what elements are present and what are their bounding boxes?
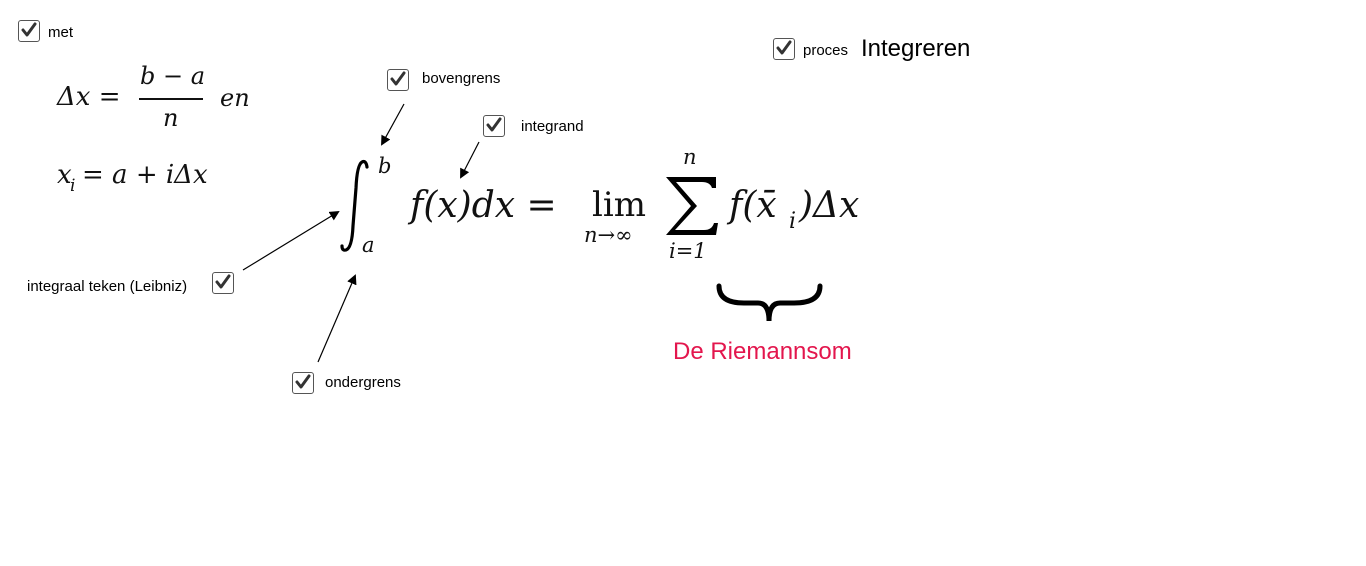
- proces-checkbox[interactable]: [773, 38, 795, 60]
- page-title: Integreren: [861, 35, 971, 62]
- arrow-integrand: [460, 141, 480, 179]
- xi-subscript: i: [70, 176, 76, 196]
- integral-upper-bound: b: [378, 154, 392, 178]
- arrow-bovengrens: [381, 103, 405, 146]
- sigma-sign: [666, 177, 718, 235]
- ondergrens-label: ondergrens: [325, 374, 401, 391]
- integral-lower-bound: a: [362, 233, 375, 257]
- met-label: met: [48, 24, 74, 41]
- integrand-checkbox[interactable]: [483, 115, 505, 137]
- bovengrens-checkbox[interactable]: [387, 69, 409, 91]
- proces-label: proces: [803, 42, 849, 59]
- limit-subscript: n→∞: [584, 223, 633, 247]
- checkmark-icon: [21, 22, 37, 37]
- ondergrens-checkbox[interactable]: [292, 372, 314, 394]
- checkmark-icon: [390, 71, 406, 86]
- bovengrens-label: bovengrens: [422, 70, 501, 87]
- xi-base: x: [57, 160, 72, 190]
- met-checkbox[interactable]: [18, 20, 40, 42]
- delta-x-en: en: [220, 84, 250, 112]
- summand-tail: )Δx: [799, 185, 860, 226]
- sum-upper-bound: n: [683, 145, 697, 169]
- integraal-teken-label: integraal teken (Leibniz): [27, 278, 188, 295]
- delta-x-denominator: n: [163, 104, 179, 132]
- integraal-teken-checkbox[interactable]: [212, 272, 234, 294]
- sum-lower-bound: i=1: [669, 239, 707, 263]
- summand-subscript: i: [789, 209, 797, 234]
- limit-operator: lim: [592, 185, 646, 225]
- curly-brace: [716, 283, 823, 322]
- xi-rhs: = a + iΔx: [82, 160, 208, 190]
- delta-x-lhs: Δx =: [57, 82, 121, 112]
- checkmark-icon: [295, 374, 311, 389]
- riemann-sum-label: De Riemannsom: [673, 338, 852, 365]
- integrand-expression: f(x)dx =: [410, 185, 557, 226]
- fraction-bar: [139, 98, 203, 100]
- integrand-label: integrand: [521, 118, 584, 135]
- arrow-integraal-teken: [242, 210, 340, 271]
- integral-sign: [340, 159, 369, 252]
- checkmark-icon: [215, 274, 231, 289]
- summand-expression: f(x̄: [729, 185, 777, 226]
- checkmark-icon: [486, 117, 502, 132]
- delta-x-numerator: b − a: [140, 62, 206, 90]
- checkmark-icon: [776, 40, 792, 55]
- arrow-ondergrens: [317, 274, 357, 363]
